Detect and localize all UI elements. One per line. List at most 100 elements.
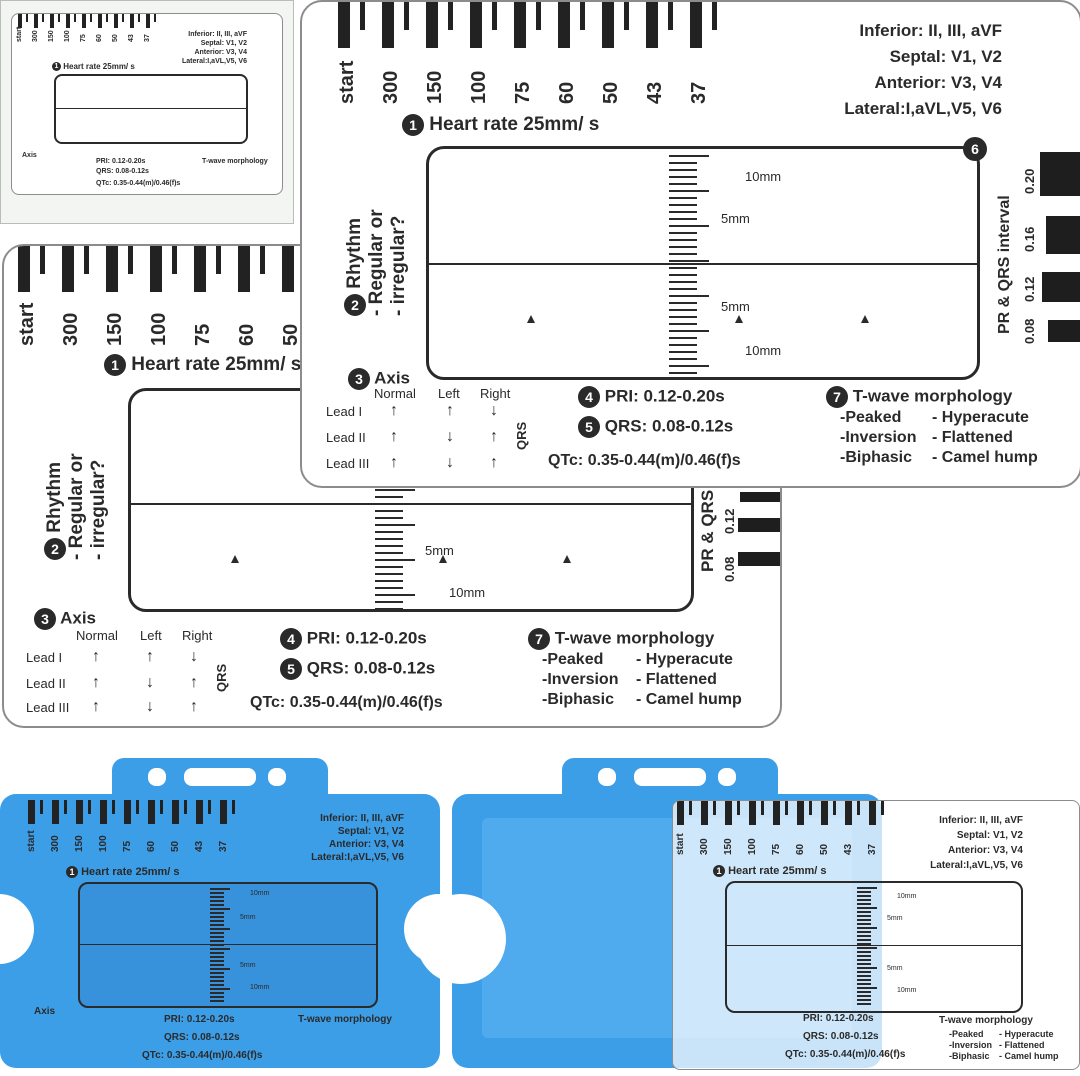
ruler-tick — [210, 1000, 224, 1002]
scale-tick — [785, 801, 788, 816]
ruler-tick — [210, 964, 224, 966]
scale-tick — [194, 246, 207, 292]
label-5mm: 5mm — [721, 299, 750, 314]
scale-tick — [282, 246, 295, 292]
scale-tick — [558, 2, 571, 48]
thumb-cutout — [416, 894, 506, 984]
interval-bar — [1040, 152, 1080, 196]
scale-tick — [112, 800, 115, 815]
ruler-tick — [669, 351, 697, 353]
ruler-tick — [857, 967, 877, 969]
scale-number: 150 — [48, 30, 55, 42]
ruler-tick — [210, 940, 224, 942]
scale-tick — [98, 14, 103, 28]
ruler-tick — [669, 274, 697, 276]
interval-bar — [1048, 320, 1080, 342]
scale-number: 43 — [644, 81, 666, 104]
ruler-tick — [375, 594, 415, 596]
qtc-label: QTc: 0.35-0.44(m)/0.46(f)s — [785, 1049, 906, 1060]
scale-number: 60 — [795, 843, 806, 855]
scale-tick — [208, 800, 211, 815]
ruler-tick — [210, 892, 224, 894]
scale-number: start — [16, 26, 23, 42]
ruler-tick — [857, 931, 871, 933]
label-5mm: 5mm — [887, 915, 903, 922]
thumb-twave: T-wave morphology — [202, 158, 268, 165]
scale-tick — [492, 2, 498, 30]
scale-tick — [82, 14, 87, 28]
ruler-tick — [857, 951, 871, 953]
scale-tick — [216, 246, 222, 274]
scale-tick — [122, 14, 124, 23]
scale-number: 43 — [194, 840, 205, 852]
ruler-tick — [669, 337, 697, 339]
ruler-tick — [210, 900, 224, 902]
ruler-tick — [857, 959, 871, 961]
ruler-tick — [669, 155, 709, 157]
scale-tick — [74, 14, 76, 23]
scale-number: 150 — [424, 70, 446, 104]
ruler-tick — [210, 920, 224, 922]
twave-list: -Peaked-Inversion-Biphasic — [840, 409, 917, 466]
scale-number: 300 — [699, 838, 710, 855]
ruler-tick — [857, 955, 871, 957]
scale-number: 75 — [122, 840, 133, 852]
ruler-tick — [857, 887, 877, 889]
interval-bar — [1046, 216, 1080, 254]
twave-heading: 7 T-wave morphology — [528, 628, 714, 650]
ruler-tick — [857, 963, 871, 965]
qrs-label: QRS: 0.08-0.12s — [164, 1032, 240, 1043]
thumb-axis: Axis — [22, 152, 37, 159]
twave-heading: 7 T-wave morphology — [826, 386, 1012, 408]
scale-number: 60 — [146, 840, 157, 852]
ruler-tick — [210, 980, 224, 982]
ruler-tick — [669, 253, 697, 255]
scale-tick — [470, 2, 483, 48]
scale-tick — [62, 246, 75, 292]
scale-number: start — [675, 833, 686, 855]
ruler-tick — [210, 952, 224, 954]
scale-number: 300 — [380, 70, 402, 104]
ruler-tick — [375, 552, 403, 554]
pri-label: PRI: 0.12-0.20s — [803, 1013, 874, 1024]
marker-triangle — [231, 555, 239, 563]
ruler-tick — [857, 927, 877, 929]
scale-tick — [668, 2, 674, 30]
scale-tick — [821, 801, 828, 825]
scale-tick — [196, 800, 203, 824]
twave-heading: T-wave morphology — [298, 1014, 392, 1025]
ruler-tick — [669, 330, 709, 332]
interval-bar — [740, 492, 780, 502]
ruler-tick — [375, 566, 403, 568]
scale-tick — [28, 800, 35, 824]
scale-number: 60 — [236, 323, 258, 346]
scale-number: 100 — [64, 30, 71, 42]
scale-tick — [646, 2, 659, 48]
scale-number: 43 — [128, 34, 135, 42]
ruler-tick — [857, 891, 871, 893]
scale-number: 75 — [192, 323, 214, 346]
measurement-box: 10mm 5mm 5mm 10mm — [725, 881, 1023, 1013]
label-10mm: 10mm — [745, 169, 782, 184]
twave-list: - Hyperacute- Flattened- Camel hump — [999, 1029, 1059, 1061]
label-5mm: 5mm — [721, 211, 750, 226]
scale-tick — [833, 801, 836, 816]
mm-ruler — [210, 888, 230, 1002]
ruler-tick — [857, 935, 871, 937]
scale-tick — [881, 801, 884, 816]
interval-bar — [738, 518, 780, 532]
ruler-tick — [857, 915, 871, 917]
ruler-tick — [857, 947, 877, 949]
scale-tick — [124, 800, 131, 824]
scale-tick — [138, 14, 140, 23]
ruler-tick — [375, 545, 403, 547]
pr-qrs-label: PR & QRS interval — [996, 195, 1013, 334]
scale-number: 300 — [60, 312, 82, 346]
scale-tick — [773, 801, 780, 825]
